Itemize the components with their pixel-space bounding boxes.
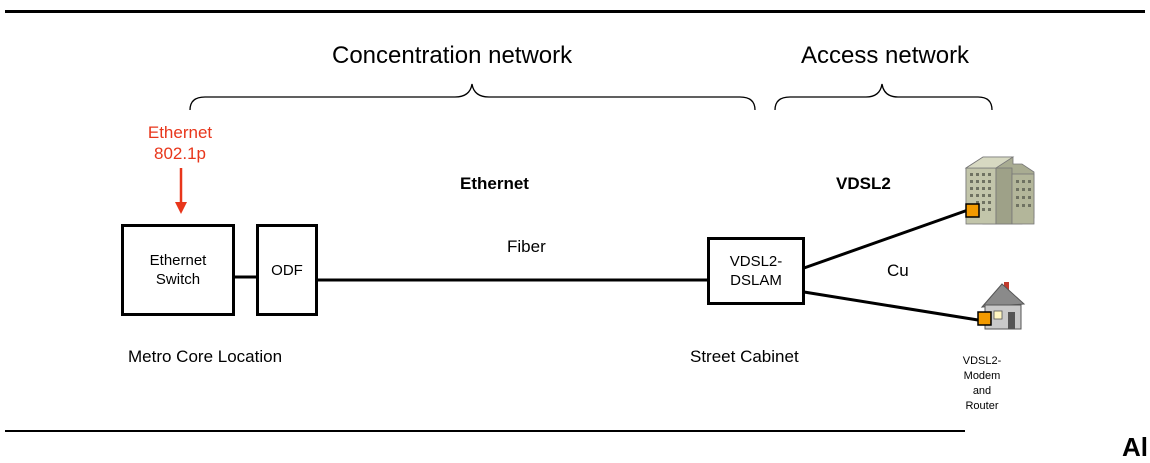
switch-label-line-1: Ethernet — [149, 252, 207, 269]
odf-node: ODF — [256, 224, 318, 316]
dslam-label-line-1: VDSL2- — [729, 253, 783, 270]
annotation-ethernet: Ethernet 802.1p — [138, 122, 222, 164]
switch-label-line-2: Switch — [155, 271, 201, 288]
heading-concentration-network: Concentration network — [332, 42, 573, 69]
label-fiber: Fiber — [507, 237, 546, 256]
access-brace — [774, 83, 993, 111]
building-connector — [965, 203, 980, 218]
label-street-cabinet: Street Cabinet — [690, 347, 799, 366]
annotation-line-2: 802.1p — [154, 144, 206, 163]
concentration-brace — [189, 83, 756, 111]
building-icon — [964, 156, 1035, 225]
cpe-label-line-3: and — [972, 385, 992, 397]
odf-label: ODF — [271, 261, 303, 279]
label-ethernet: Ethernet — [460, 174, 529, 193]
label-metro-core-location: Metro Core Location — [128, 347, 283, 366]
label-vdsl2: VDSL2 — [836, 174, 891, 193]
annotation-line-1: Ethernet — [147, 123, 213, 142]
annotation-arrow-head — [175, 202, 187, 214]
cu-link-house — [803, 290, 979, 322]
cu-link-building — [803, 208, 969, 270]
diagram-canvas — [175, 83, 1035, 330]
top-rule — [5, 10, 1145, 13]
bottom-rule — [5, 430, 965, 432]
label-cu: Cu — [887, 261, 909, 280]
cpe-label-line-4: Router — [965, 400, 999, 412]
ethernet-switch-node: Ethernet Switch — [121, 224, 235, 316]
cpe-label-line-2: Modem — [963, 370, 1001, 382]
cpe-label-line-1: VDSL2- — [962, 355, 1002, 367]
label-cpe: VDSL2- Modem and Router — [950, 354, 1014, 414]
heading-access-network: Access network — [801, 42, 970, 69]
house-icon — [977, 282, 1026, 330]
dslam-label-line-2: DSLAM — [730, 272, 782, 289]
house-connector — [977, 311, 992, 326]
dslam-node: VDSL2- DSLAM — [707, 237, 805, 305]
